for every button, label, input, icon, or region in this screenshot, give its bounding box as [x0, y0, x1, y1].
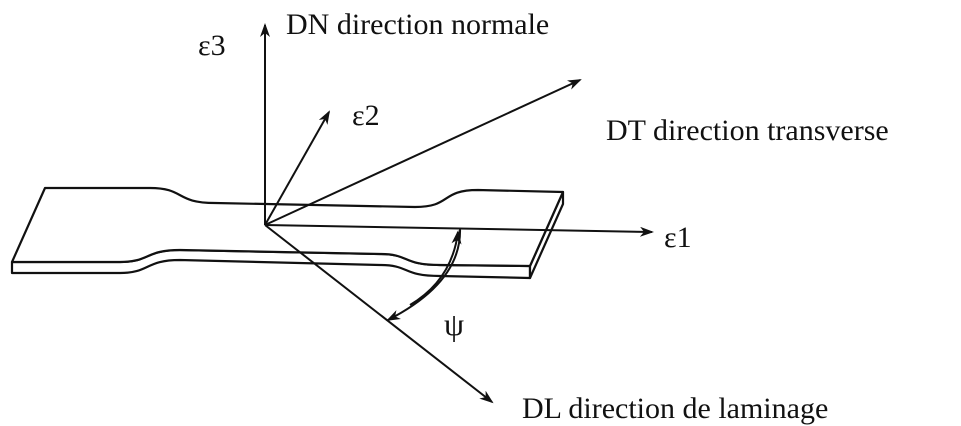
specimen-top-face — [10, 186, 565, 268]
label-dt: DT direction transverse — [606, 114, 889, 147]
psi-angle-arc-back — [409, 230, 462, 306]
label-dl: DL direction de laminage — [522, 392, 828, 425]
label-psi: ψ — [444, 306, 464, 342]
axis-dt — [264, 79, 582, 226]
axes — [260, 23, 654, 404]
label-e1: ε1 — [664, 221, 692, 254]
label-e2: ε2 — [352, 99, 380, 132]
label-e3: ε3 — [198, 29, 226, 62]
axis-e1 — [264, 224, 654, 237]
label-dn: DN direction normale — [286, 8, 549, 41]
tensile-specimen — [10, 186, 565, 280]
axis-e2 — [264, 110, 330, 226]
axis-dl — [264, 224, 494, 404]
